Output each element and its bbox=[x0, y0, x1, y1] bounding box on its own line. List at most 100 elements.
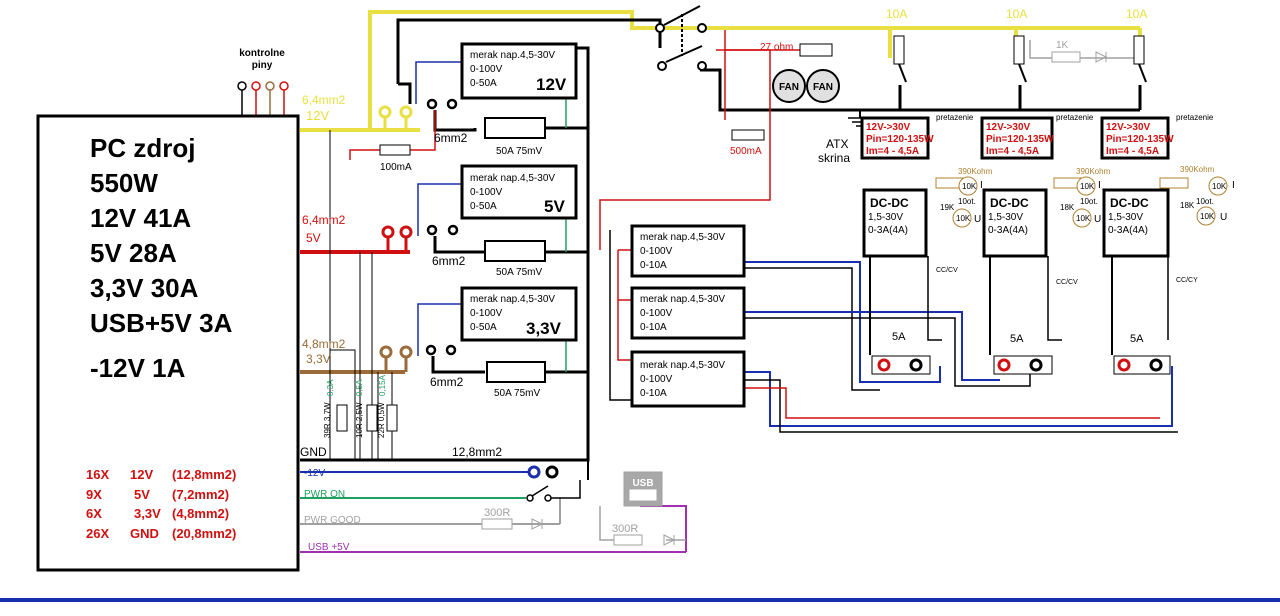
pot-icon bbox=[958, 176, 978, 196]
meter-out-title: merak nap.4,5-30V bbox=[640, 294, 725, 305]
sig-usb5v: USB +5V bbox=[308, 542, 350, 553]
pots: 390Kohm 390Kohm 390Kohm 10K 10K 10K I I … bbox=[935, 165, 1235, 286]
fuse-10a-1: 10A bbox=[1006, 7, 1027, 21]
meter-main-0: merak nap.4,5-30V 0-100V 0-50A 12V 6mm2 … bbox=[434, 42, 578, 157]
led-icon bbox=[531, 518, 544, 530]
wt-count-1: 9X bbox=[86, 487, 102, 502]
wt-sec-2: (4,8mm2) bbox=[172, 506, 229, 521]
terminal-icon bbox=[379, 345, 393, 359]
meter-out-a: 0-10A bbox=[640, 260, 667, 271]
load-i2: 0,15A bbox=[378, 374, 387, 396]
terminal-icon bbox=[447, 224, 459, 236]
pin-icon bbox=[237, 81, 247, 91]
psu-line-2: 12V 41A bbox=[90, 203, 191, 233]
r300-a-label: 300R bbox=[484, 507, 510, 519]
terminal-icon bbox=[445, 344, 457, 356]
psu-line-0: PC zdroj bbox=[90, 133, 195, 163]
wt-sec-3: (20,8mm2) bbox=[172, 526, 236, 541]
pot-u-2: U bbox=[1220, 212, 1227, 223]
boost-0-line2: Pin=120-135W bbox=[866, 134, 934, 145]
psu-title: PC zdroj 550W 12V 41A 5V 28A 3,3V 30A US… bbox=[90, 133, 233, 383]
output-plus-icon bbox=[1117, 358, 1131, 372]
meter-range-v: 0-100V bbox=[470, 308, 503, 319]
control-pins: kontrolne piny bbox=[237, 48, 289, 91]
rail5-voltage: 5V bbox=[306, 231, 321, 245]
wt-volt-1: 5V bbox=[134, 487, 150, 502]
terminal-icon bbox=[399, 225, 413, 239]
load-i0: 0,3A bbox=[326, 379, 335, 396]
meter-out-v: 0-100V bbox=[640, 374, 673, 385]
meter-out-1: merak nap.4,5-30V 0-100V 0-10A bbox=[630, 286, 746, 340]
psu-line-3: 5V 28A bbox=[90, 238, 177, 268]
pot-u-1: U bbox=[1094, 214, 1101, 225]
shunt bbox=[484, 117, 546, 139]
wt-count-3: 26X bbox=[86, 526, 109, 541]
fuse-100ma-label: 100mA bbox=[380, 162, 412, 173]
pot-10k-a1: 10K bbox=[1080, 182, 1095, 191]
wt-volt-0: 12V bbox=[130, 467, 153, 482]
buck-modules: DC-DC 1,5-30V 0-3A(4A) DC-DC 1,5-30V 0-3… bbox=[862, 188, 1170, 258]
boost-2-line3: Im=4 - 4,5A bbox=[1106, 146, 1159, 157]
pot-icon bbox=[1076, 176, 1096, 196]
pot-icon bbox=[952, 208, 972, 228]
output-minus-icon bbox=[909, 358, 923, 372]
boost-1-line1: 12V->30V bbox=[986, 122, 1031, 133]
meter-voltage-big: 5V bbox=[544, 197, 565, 216]
pot-10k-a0: 10K bbox=[962, 182, 977, 191]
load-i1: 0,5A bbox=[355, 379, 364, 396]
usb-label: USB bbox=[632, 478, 653, 489]
wt-count-0: 16X bbox=[86, 467, 109, 482]
output-plus-icon bbox=[997, 358, 1011, 372]
meter-out-v: 0-100V bbox=[640, 246, 673, 257]
pot-18k-1: 18K bbox=[1060, 203, 1075, 212]
pin-icon bbox=[251, 81, 261, 91]
boost-1-line2: Pin=120-135W bbox=[986, 134, 1054, 145]
psu-line-6: -12V 1A bbox=[90, 353, 186, 383]
meter-range-a: 0-50A bbox=[470, 78, 497, 89]
terminal-icon bbox=[545, 465, 559, 479]
boost-modules: 12V->30V Pin=120-135W Im=4 - 4,5A 12V->3… bbox=[860, 113, 1214, 160]
meter-out-2: merak nap.4,5-30V 0-100V 0-10A bbox=[630, 350, 746, 408]
buck-0-line3: 0-3A(4A) bbox=[868, 225, 908, 236]
atx-line1: ATX bbox=[826, 137, 848, 151]
pot-18k-2: 18K bbox=[1180, 201, 1195, 210]
pot-390-2: 390Kohm bbox=[1180, 165, 1215, 174]
bottom-rule bbox=[0, 598, 1280, 602]
meter-wire: 6mm2 bbox=[430, 375, 464, 389]
sig-pwr-on: PWR ON bbox=[304, 489, 345, 500]
buck-1 bbox=[982, 188, 1048, 258]
pin-icon bbox=[265, 81, 275, 91]
fan-label-1: FAN bbox=[813, 82, 833, 93]
pin-icon bbox=[279, 81, 289, 91]
meter-voltage-big: 3,3V bbox=[526, 319, 562, 338]
wires bbox=[241, 10, 1178, 553]
fuse-500ma-label: 500mA bbox=[730, 146, 762, 157]
meter-voltage-big: 12V bbox=[536, 75, 567, 94]
boost-2-line1: 12V->30V bbox=[1106, 122, 1151, 133]
load-r1: 10R 2,5W bbox=[355, 402, 364, 438]
output-minus-icon bbox=[1149, 358, 1163, 372]
wt-volt-3: GND bbox=[130, 526, 159, 541]
psu-line-1: 550W bbox=[90, 168, 158, 198]
meter-out-a: 0-10A bbox=[640, 388, 667, 399]
terminal-icon bbox=[378, 105, 392, 119]
shunt-label: 50A 75mV bbox=[496, 146, 542, 157]
r300-b-label: 300R bbox=[612, 523, 638, 535]
wire-table: 16X 12V (12,8mm2) 9X 5V (7,2mm2) 6X 3,3V… bbox=[86, 467, 236, 541]
terminal-icon bbox=[381, 225, 395, 239]
signal-labels: -12V PWR ON PWR GOOD USB +5V bbox=[304, 468, 361, 553]
psu-line-5: USB+5V 3A bbox=[90, 308, 233, 338]
buck-2 bbox=[1102, 188, 1170, 258]
out-fuse-2: 5A bbox=[1130, 333, 1144, 345]
overload-2: pretazenie bbox=[1176, 113, 1214, 122]
buck-2-line2: 1,5-30V bbox=[1108, 212, 1143, 223]
terminal-icon bbox=[426, 98, 438, 110]
terminal-icon bbox=[527, 465, 541, 479]
meter-range-v: 0-100V bbox=[470, 64, 503, 75]
shunt bbox=[486, 361, 546, 383]
wt-volt-2: 3,3V bbox=[134, 506, 161, 521]
pot-10k-b0: 10K bbox=[956, 214, 971, 223]
pot-turns-0: 10ot. bbox=[958, 197, 976, 206]
